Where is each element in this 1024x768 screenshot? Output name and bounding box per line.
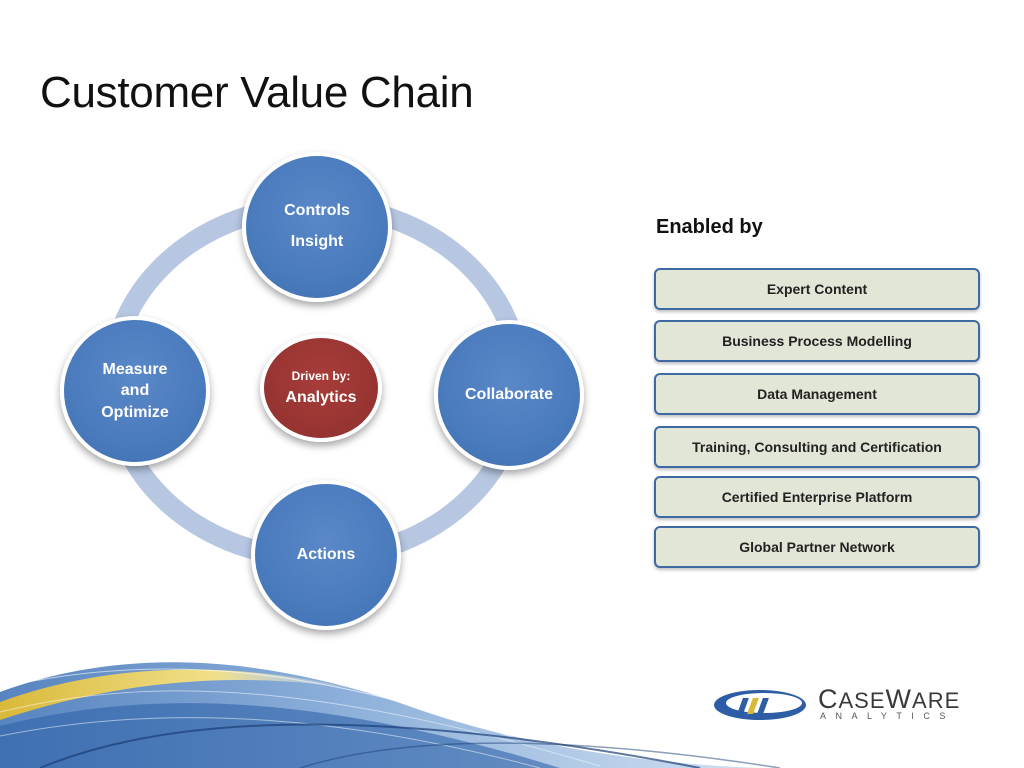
enabled-by-heading: Enabled by	[656, 216, 763, 238]
node-label: Insight	[290, 233, 344, 250]
node-label: Controls	[284, 202, 350, 220]
logo-tagline: ANALYTICS	[820, 711, 955, 721]
enabler-item: Data Management	[654, 373, 980, 415]
node-collaborate: Collaborate	[434, 320, 584, 470]
node-label: Measure	[102, 360, 168, 378]
logo-emblem-icon	[714, 690, 806, 720]
node-controls-insight: Controls Insight	[242, 152, 392, 302]
node-label: and	[120, 382, 150, 400]
center-sublabel: Driven by:	[291, 369, 351, 383]
logo-letters: ARE	[912, 688, 961, 713]
center-node-analytics: Driven by: Analytics	[260, 334, 382, 442]
logo-letter: C	[818, 684, 839, 714]
node-label: Optimize	[101, 403, 169, 421]
center-label: Analytics	[285, 389, 357, 406]
slide-title: Customer Value Chain	[40, 68, 474, 117]
logo-letter: W	[885, 684, 913, 714]
footer-swoosh-graphic	[0, 662, 781, 768]
caseware-analytics-logo: CASEWARE ANALYTICS	[712, 684, 982, 728]
logo-wordmark: CASEWARE	[818, 684, 960, 715]
enabler-item: Certified Enterprise Platform	[654, 476, 980, 518]
logo-letters: ASE	[838, 688, 886, 713]
node-label: Collaborate	[464, 385, 553, 403]
enabler-item: Training, Consulting and Certification	[654, 426, 980, 468]
node-actions: Actions	[251, 480, 401, 630]
enabler-item: Expert Content	[654, 268, 980, 310]
node-measure-optimize: Measure and Optimize	[60, 316, 210, 466]
node-label: Actions	[296, 545, 356, 563]
enabler-item: Business Process Modelling	[654, 320, 980, 362]
enabler-item: Global Partner Network	[654, 526, 980, 568]
